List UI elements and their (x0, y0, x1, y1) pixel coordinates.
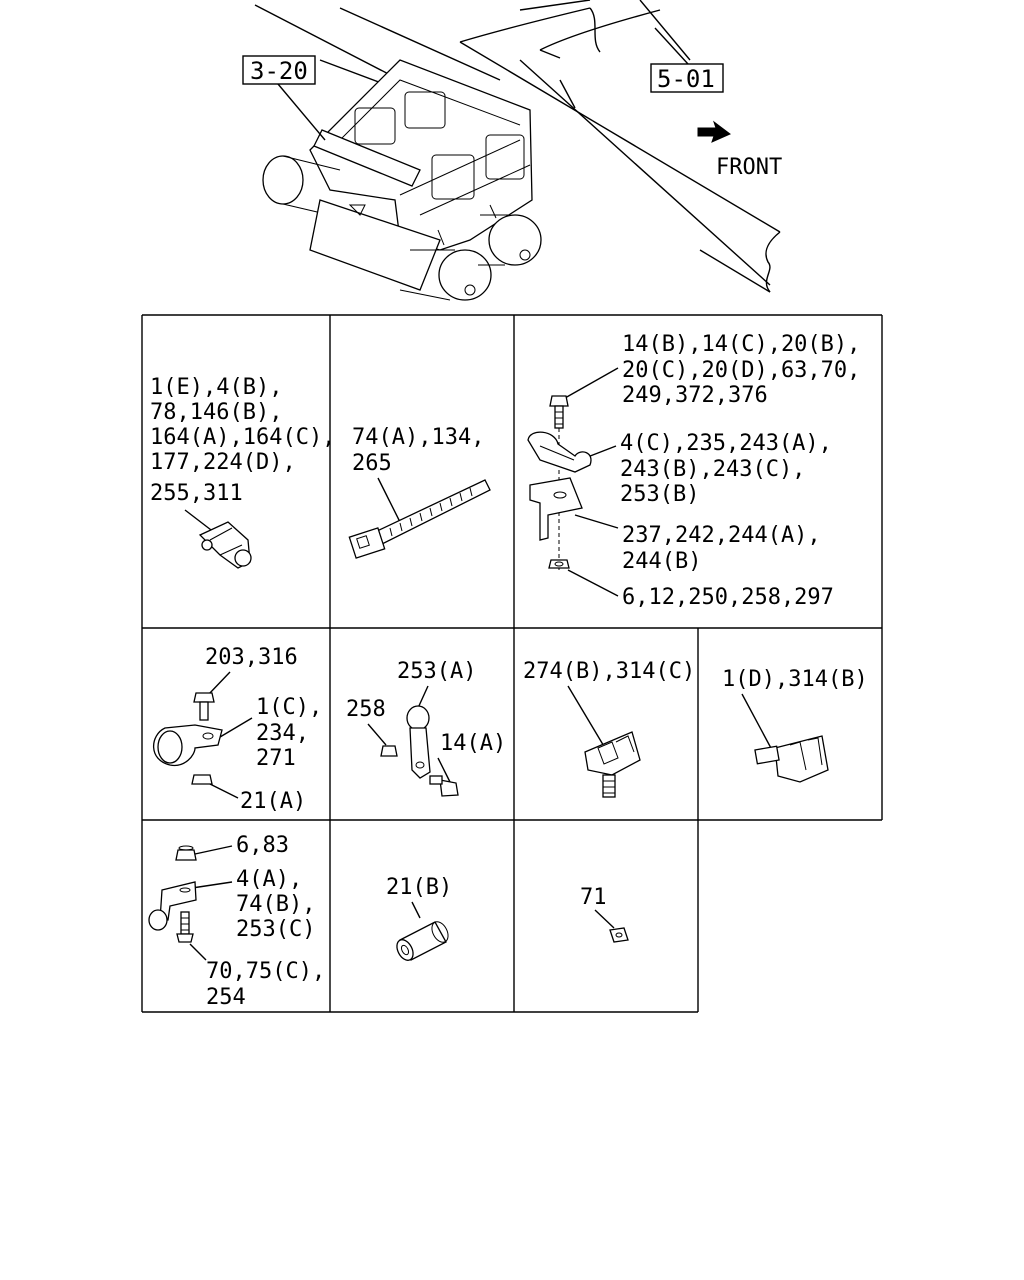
cell-10-label: 71 (580, 885, 607, 910)
bracket-icon (529, 477, 583, 541)
cable-tie-icon (348, 479, 491, 559)
cell-9-label: 21(B) (386, 875, 452, 900)
cell-8-bolt-labels: 70,75(C), 254 (206, 959, 338, 1010)
cell-clip-274: 274(B),314(C) (523, 659, 695, 798)
cell-6-label: 274(B),314(C) (523, 659, 695, 684)
reference-5-01: 5-01 (650, 27, 724, 93)
cell-1-labels: 1(E),4(B), 78,146(B), 164(A),164(C), 177… (150, 375, 349, 506)
cell-3-bolt-labels: 14(B),14(C),20(B), 20(C),20(D),63,70, 24… (622, 332, 874, 408)
cell-4-bolt-label: 203,316 (205, 645, 298, 670)
harness-clip-icon (754, 735, 829, 783)
small-nut-icon (609, 927, 629, 943)
flange-bolt-icon (193, 692, 215, 721)
cell-cable-tie: 74(A),134, 265 (348, 425, 498, 559)
clip-bracket-icon (380, 705, 459, 797)
flange-nut-icon (175, 845, 197, 861)
cell-clip-164: 1(E),4(B), 78,146(B), 164(A),164(C), 177… (150, 375, 349, 569)
front-arrow-icon (697, 120, 731, 143)
cell-clip-1d: 1(D),314(B) (722, 667, 868, 783)
cell-collar: 21(B) (386, 875, 452, 961)
push-clip-icon (584, 731, 641, 798)
cell-5-left-label: 258 (346, 697, 386, 722)
ref-label-left: 3-20 (250, 57, 308, 85)
p-clamp-icon (153, 724, 223, 767)
nut-icon-2 (191, 774, 213, 785)
cell-8-bracket-labels: 4(A), 74(B), 253(C) (236, 867, 329, 942)
frame-assembly-drawing (254, 0, 781, 301)
cell-clip-bolt: 253(A) 258 14(A) (346, 659, 506, 797)
cell-3-nut-label: 6,12,250,258,297 (622, 585, 834, 610)
cell-2-labels: 74(A),134, 265 (352, 425, 498, 476)
ref-label-right: 5-01 (657, 65, 715, 93)
cell-4-clamp-labels: 1(C), 234, 271 (256, 695, 335, 771)
parts-grid (141, 314, 883, 1013)
cell-7-label: 1(D),314(B) (722, 667, 868, 692)
front-label: FRONT (716, 155, 782, 180)
cell-nut-71: 71 (580, 885, 629, 943)
collar-icon (396, 921, 449, 961)
clamp-icon (527, 431, 592, 473)
cell-5-top-label: 253(A) (397, 659, 476, 684)
cell-p-clamp: 203,316 1(C), 234, 271 21(A) (153, 645, 335, 814)
front-direction: FRONT (697, 120, 782, 180)
cell-3-bracket-labels: 237,242,244(A), 244(B) (622, 523, 834, 574)
pipe-clip-icon (198, 521, 252, 569)
reference-3-20: 3-20 (242, 55, 326, 141)
cell-5-right-label: 14(A) (440, 731, 506, 756)
flange-bolt-icon-2 (176, 911, 194, 943)
nut-icon (548, 559, 570, 569)
cell-3-clamp-labels: 4(C),235,243(A), 243(B),243(C), 253(B) (620, 431, 845, 507)
l-bracket-icon (148, 881, 197, 931)
cell-clamp-assembly: 14(B),14(C),20(B), 20(C),20(D),63,70, 24… (527, 332, 874, 610)
cell-bracket-4a: 6,83 4(A), 74(B), 253(C) 70,75(C), 254 (148, 833, 338, 1010)
cell-4-nut-label: 21(A) (240, 789, 306, 814)
cell-8-nut-label: 6,83 (236, 833, 289, 858)
bolt-icon (549, 395, 569, 429)
